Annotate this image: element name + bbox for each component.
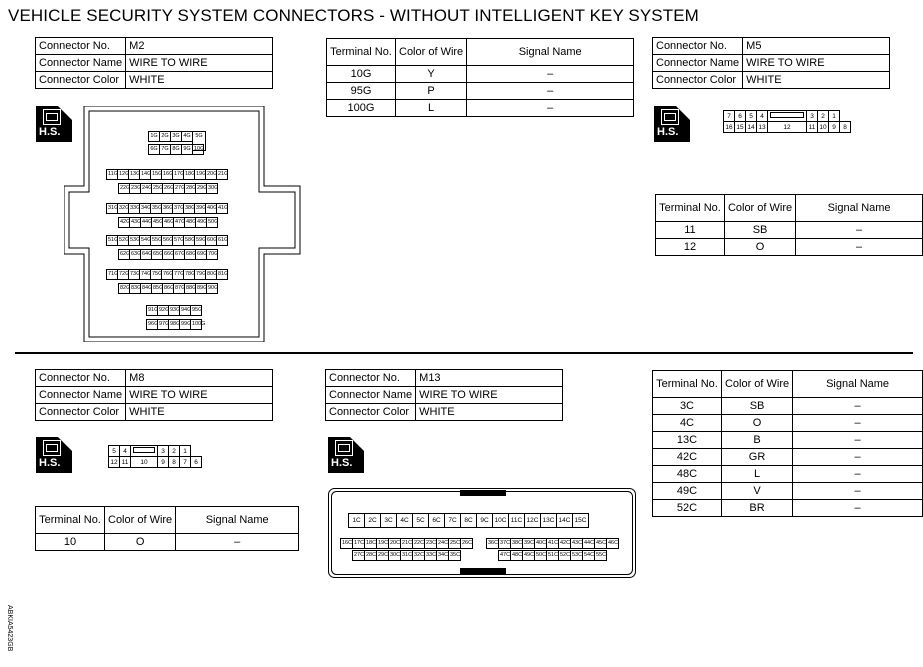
harness-side-icon: H.S. (328, 437, 364, 473)
pin-label: 35C (448, 550, 461, 561)
pin-label: 1C (348, 513, 365, 528)
pin-label: 2 (168, 445, 180, 457)
pin-label: 46C (606, 538, 619, 549)
pin-label: 7 (723, 110, 735, 122)
pin-label: 15C (572, 513, 589, 528)
pin-label: 14C (556, 513, 573, 528)
pin-label: 9 (157, 456, 169, 468)
pin-label: 5 (108, 445, 120, 457)
pin-label (767, 110, 807, 122)
pin-label: 11 (806, 121, 818, 133)
pin-label: 6 (734, 110, 746, 122)
pin-label: 11 (119, 456, 131, 468)
pin-label: 81G (216, 269, 228, 280)
pin-label: 95G (190, 305, 202, 316)
pin-label: 6C (428, 513, 445, 528)
figure-code: ABKIA5423GB (6, 605, 13, 652)
pin-label: 2 (817, 110, 829, 122)
pin-label: 12C (524, 513, 541, 528)
pin-label: 90G (206, 283, 218, 294)
pin-label: 50G (206, 217, 218, 228)
pin-label: 9 (828, 121, 840, 133)
pin-label: 3 (157, 445, 169, 457)
pin-label: 13C (540, 513, 557, 528)
pin-label: 70G (206, 249, 218, 260)
harness-side-icon: H.S. (654, 106, 690, 142)
pin-label: 10G (192, 144, 204, 155)
pin-label: 9C (476, 513, 493, 528)
pin-label: 10 (817, 121, 829, 133)
pin-label: 21G (216, 169, 228, 180)
pin-label: 15 (734, 121, 746, 133)
pin-label: 1 (828, 110, 840, 122)
pin-label: 5G (192, 131, 206, 151)
pin-label: 41G (216, 203, 228, 214)
pin-label: 30G (206, 183, 218, 194)
pin-label: 3C (380, 513, 397, 528)
pin-label: 61G (216, 235, 228, 246)
pin-label: 55C (594, 550, 607, 561)
pin-label: 3 (806, 110, 818, 122)
pin-label: 1 (179, 445, 191, 457)
page-title: VEHICLE SECURITY SYSTEM CONNECTORS - WIT… (8, 6, 699, 25)
harness-side-icon: H.S. (36, 106, 72, 142)
harness-side-icon: H.S. (36, 437, 72, 473)
pin-label: 6 (190, 456, 202, 468)
pin-label: 8C (460, 513, 477, 528)
pin-label: 11C (508, 513, 525, 528)
pin-label: 5 (745, 110, 757, 122)
pin-label: 7C (444, 513, 461, 528)
pin-label: 12 (108, 456, 120, 468)
pin-label: 2C (364, 513, 381, 528)
pin-label: 100G (190, 319, 205, 330)
pin-label: 26C (460, 538, 473, 549)
pin-label: 7 (179, 456, 191, 468)
pin-label: 10C (492, 513, 509, 528)
pin-label: 8 (168, 456, 180, 468)
pin-label (130, 445, 158, 457)
pin-label: 4C (396, 513, 413, 528)
pin-label: 10 (130, 456, 158, 468)
pin-label: 12 (767, 121, 807, 133)
pin-label: 5C (412, 513, 429, 528)
pin-label: 4 (756, 110, 768, 122)
pin-label: 13 (756, 121, 768, 133)
pin-label: 4 (119, 445, 131, 457)
pin-label: 8 (839, 121, 851, 133)
pin-label: 16 (723, 121, 735, 133)
pin-label: 14 (745, 121, 757, 133)
section-divider (15, 352, 913, 354)
